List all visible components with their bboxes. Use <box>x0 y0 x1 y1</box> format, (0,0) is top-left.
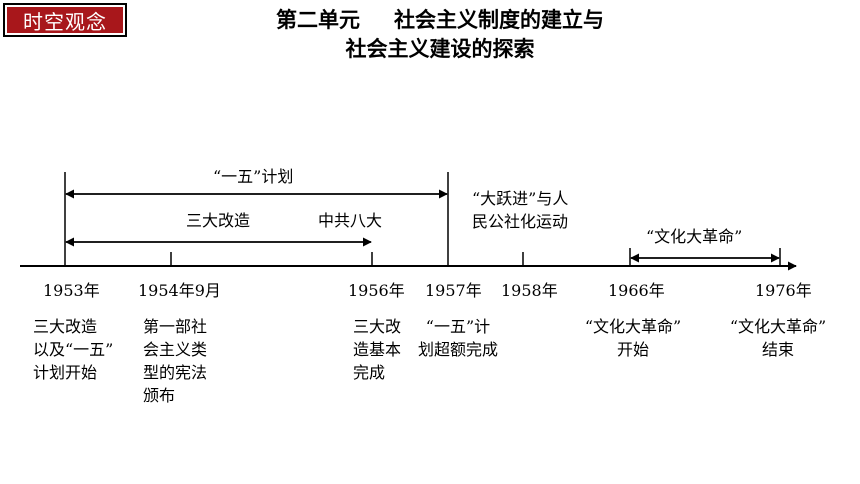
title-line-2: 社会主义建设的探索 <box>345 37 535 61</box>
year-label-1954: 1954年9月 <box>138 281 221 300</box>
topic-badge-label: 时空观念 <box>7 7 123 34</box>
event-1953: 三大改造 以及“一五” 计划开始 <box>33 317 114 382</box>
page-title: 第二单元 社会主义制度的建立与 社会主义建设的探索 <box>160 6 720 64</box>
year-label-1966: 1966年 <box>608 281 665 300</box>
event-1966: “文化大革命” 开始 <box>584 317 682 359</box>
three-reforms-label: 三大改造 <box>186 211 251 230</box>
cultural-revolution-span-label: “文化大革命” <box>646 227 743 246</box>
year-label-1957: 1957年 <box>425 281 482 300</box>
topic-badge: 时空观念 <box>3 3 127 37</box>
unit-label: 第二单元 <box>276 8 360 32</box>
title-line-1: 社会主义制度的建立与 <box>394 8 604 32</box>
year-label-1976: 1976年 <box>755 281 812 300</box>
first-plan-label: “一五”计划 <box>213 167 294 186</box>
year-label-1958: 1958年 <box>501 281 558 300</box>
year-label-1956: 1956年 <box>348 281 405 300</box>
event-1976: “文化大革命” 结束 <box>729 317 827 359</box>
event-1956: 三大改 造基本 完成 <box>353 317 402 382</box>
eighth-congress-label: 中共八大 <box>318 211 383 230</box>
great-leap-label: “大跃进”与人 民公社化运动 <box>472 189 569 231</box>
event-1954: 第一部社 会主义类 型的宪法 颁布 <box>143 317 208 405</box>
event-1957: “一五”计 划超额完成 <box>417 317 499 359</box>
year-label-1953: 1953年 <box>43 281 100 300</box>
